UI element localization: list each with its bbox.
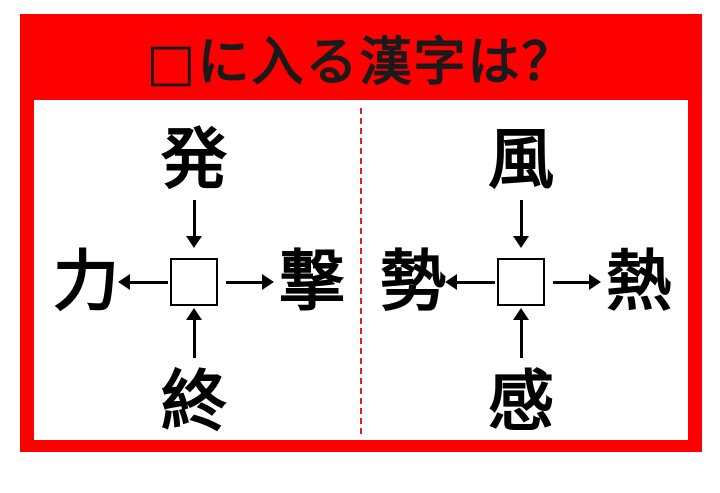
arrow-right-icon	[553, 274, 601, 290]
puzzle-title: □に入る漢字は？	[146, 32, 576, 93]
puzzle-frame: □に入る漢字は？ 発 力 撃 終 風 勢 熱 感	[20, 14, 702, 452]
arrow-down-icon	[513, 200, 529, 248]
kanji-right: 撃	[279, 243, 345, 320]
kanji-right: 熱	[606, 243, 672, 320]
arrow-left-icon	[118, 274, 168, 290]
puzzle-right: 風 勢 熱 感	[361, 100, 688, 440]
kanji-top: 発	[161, 121, 227, 198]
kanji-bottom: 終	[161, 363, 227, 440]
kanji-left: 力	[53, 243, 119, 320]
arrow-left-icon	[445, 274, 495, 290]
kanji-bottom: 感	[488, 363, 554, 440]
puzzle-board: 発 力 撃 終 風 勢 熱 感	[34, 100, 688, 440]
dashed-divider	[360, 108, 362, 434]
arrow-up-icon	[513, 308, 529, 358]
arrow-right-icon	[226, 274, 274, 290]
kanji-top: 風	[488, 121, 554, 198]
kanji-left: 勢	[380, 243, 446, 320]
arrow-down-icon	[186, 200, 202, 248]
answer-box[interactable]	[170, 258, 218, 306]
answer-box[interactable]	[497, 258, 545, 306]
puzzle-left: 発 力 撃 終	[34, 100, 361, 440]
arrow-up-icon	[186, 308, 202, 358]
